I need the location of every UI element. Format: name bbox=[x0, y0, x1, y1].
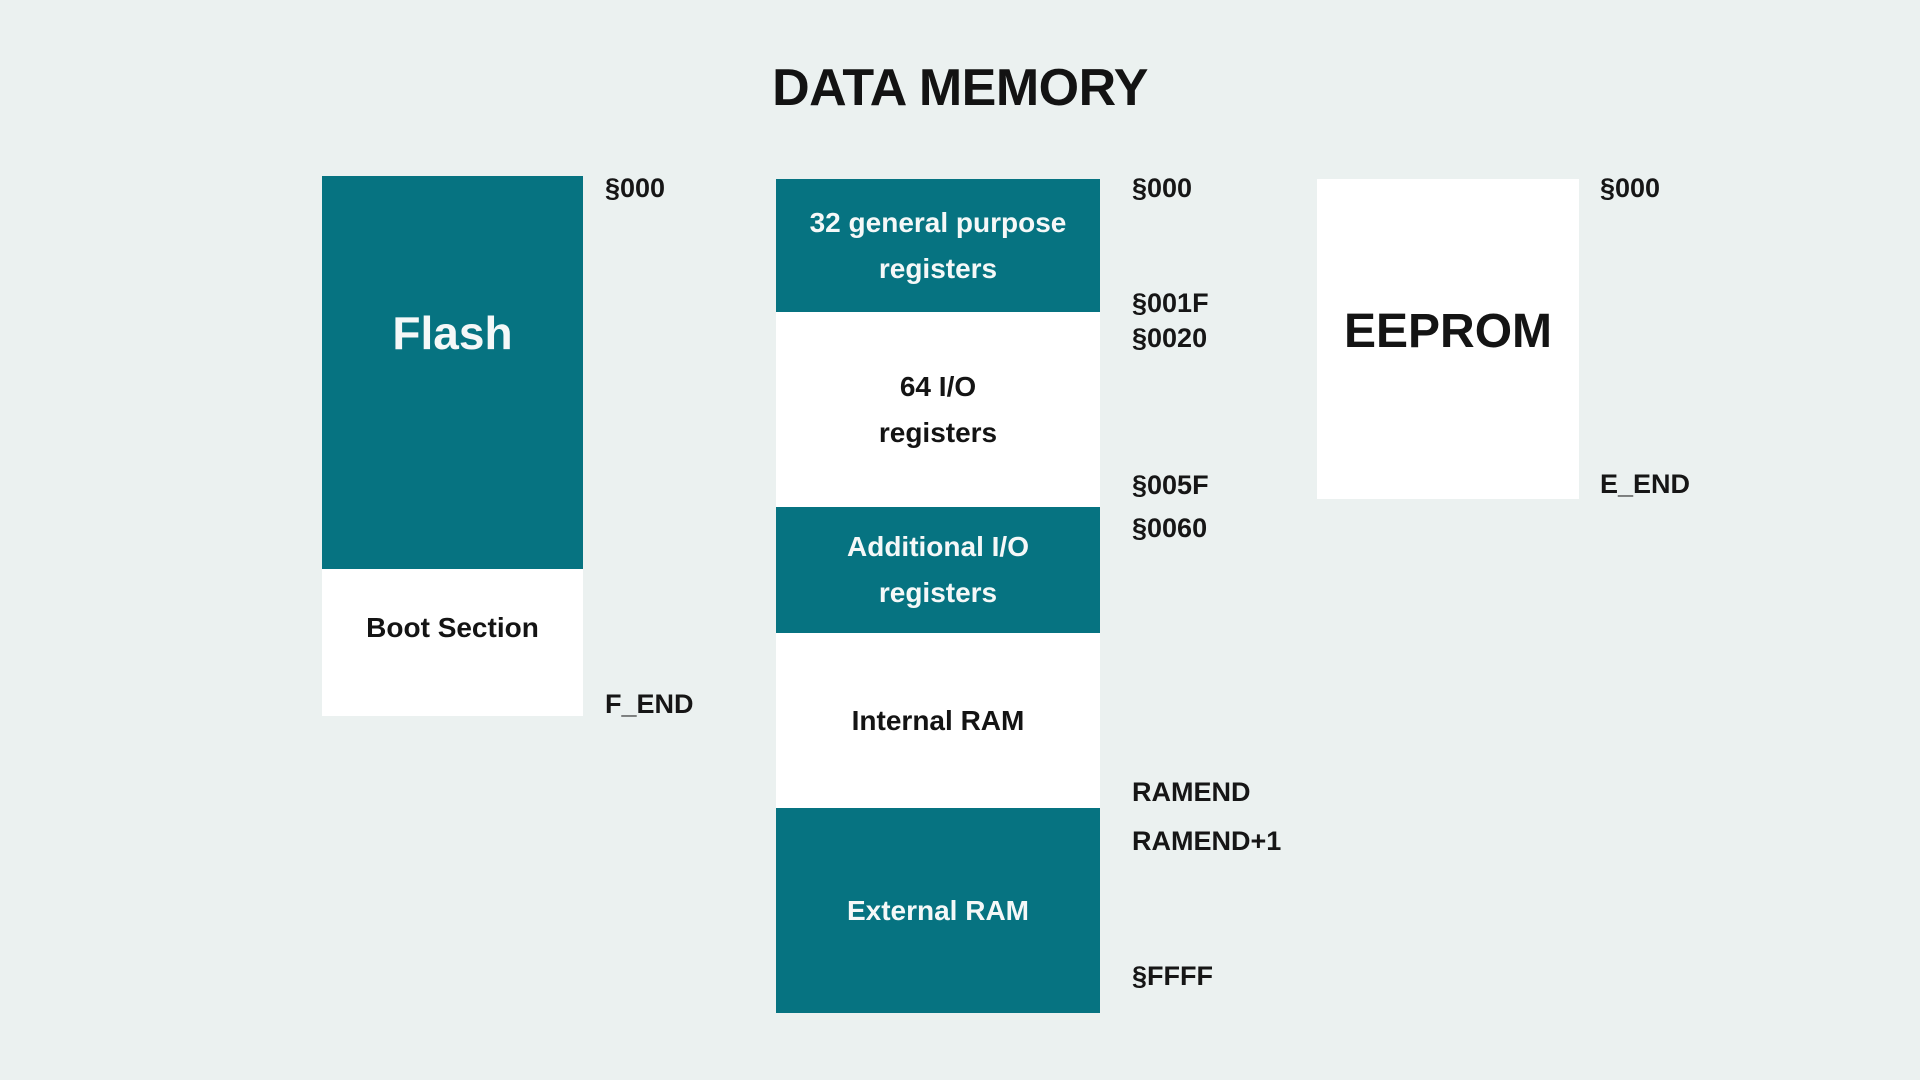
sram-address-0020: §0020 bbox=[1132, 323, 1208, 353]
sram-address-ramend: RAMEND bbox=[1132, 777, 1251, 807]
io-registers-label-line1: 64 I/O bbox=[899, 370, 977, 402]
diagram-title: DATA MEMORY bbox=[772, 59, 1148, 117]
general-purpose-registers-label-line2: registers bbox=[878, 252, 998, 284]
sram-address-ffff: §FFFF bbox=[1132, 961, 1213, 991]
additional-io-registers-block: Additional I/O registers bbox=[776, 507, 1100, 633]
eeprom-address-e-end: E_END bbox=[1600, 469, 1691, 499]
io-registers-block: 64 I/O registers bbox=[776, 312, 1100, 507]
boot-section-label: Boot Section bbox=[366, 611, 539, 643]
eeprom-label: EEPROM bbox=[1343, 304, 1553, 358]
sram-address-000: §000 bbox=[1132, 173, 1193, 203]
sram-address-ramend-plus-1: RAMEND+1 bbox=[1132, 826, 1282, 856]
additional-io-registers-label-line1: Additional I/O bbox=[847, 531, 1029, 562]
flash-address-f-end: F_END bbox=[605, 689, 694, 719]
eeprom-address-top: §000 bbox=[1600, 173, 1661, 203]
external-ram-block: External RAM bbox=[776, 808, 1100, 1013]
eeprom-block: EEPROM bbox=[1317, 179, 1579, 499]
flash-address-top: §000 bbox=[605, 173, 666, 203]
additional-io-registers-label-line2: registers bbox=[878, 577, 998, 608]
general-purpose-registers-label-line1: 32 general purpose bbox=[809, 206, 1067, 238]
sram-address-0060: §0060 bbox=[1132, 513, 1208, 543]
internal-ram-block: Internal RAM bbox=[776, 633, 1100, 808]
sram-address-001f: §001F bbox=[1132, 288, 1209, 318]
internal-ram-label: Internal RAM bbox=[851, 704, 1025, 736]
general-purpose-registers-block: 32 general purpose registers bbox=[776, 179, 1100, 312]
flash-label: Flash bbox=[392, 306, 513, 359]
sram-address-005f: §005F bbox=[1132, 470, 1209, 500]
flash-block: Flash bbox=[322, 176, 583, 569]
io-registers-label-line2: registers bbox=[878, 416, 998, 448]
external-ram-label: External RAM bbox=[846, 894, 1030, 926]
boot-section-block: Boot Section bbox=[322, 569, 583, 716]
